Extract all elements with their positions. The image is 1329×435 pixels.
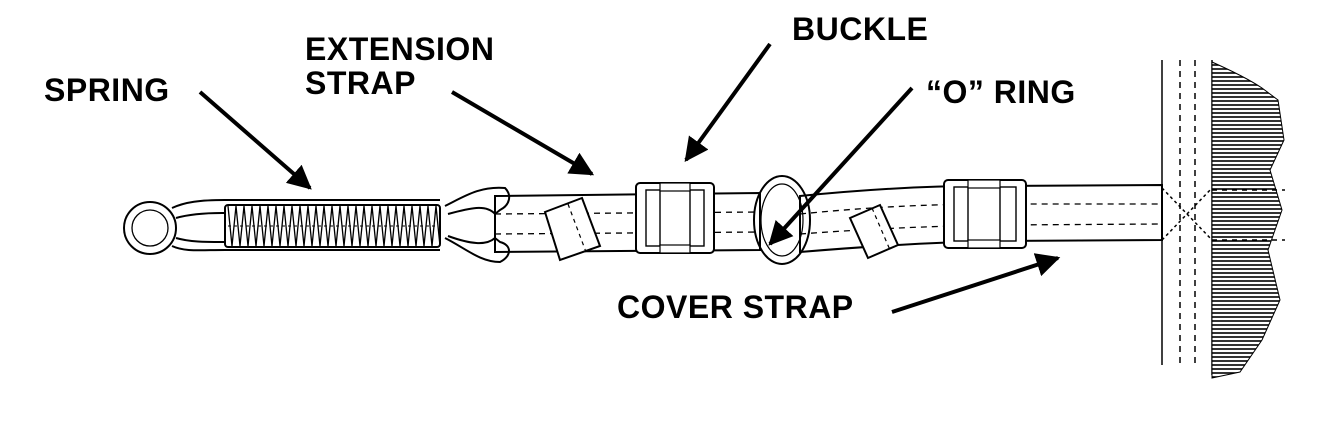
- label-cover-strap: COVER STRAP: [617, 289, 854, 325]
- spring-arrow: [198, 90, 312, 190]
- label-extension-strap-line2: STRAP: [305, 65, 416, 101]
- buckle-arrow: [684, 42, 772, 162]
- hook-drawing: [444, 186, 511, 264]
- cover-strap-arrow: [891, 253, 1061, 314]
- label-extension-strap: EXTENSION STRAP: [305, 32, 494, 100]
- label-o-ring: “O” RING: [926, 74, 1076, 110]
- o-ring-drawing: [753, 175, 811, 265]
- label-spring: SPRING: [44, 72, 170, 108]
- extension-strap-arrow: [450, 90, 595, 176]
- buckle-2-drawing: [943, 179, 1027, 249]
- label-buckle: BUCKLE: [792, 11, 929, 47]
- wall-structure: [1161, 60, 1285, 379]
- o-ring-arrow: [768, 86, 914, 246]
- spring-drawing: [123, 199, 441, 255]
- label-extension-strap-line1: EXTENSION: [305, 31, 495, 67]
- buckle-1-drawing: [635, 182, 715, 254]
- extension-strap-drawing: [494, 191, 761, 262]
- callout-arrows: [198, 42, 1061, 314]
